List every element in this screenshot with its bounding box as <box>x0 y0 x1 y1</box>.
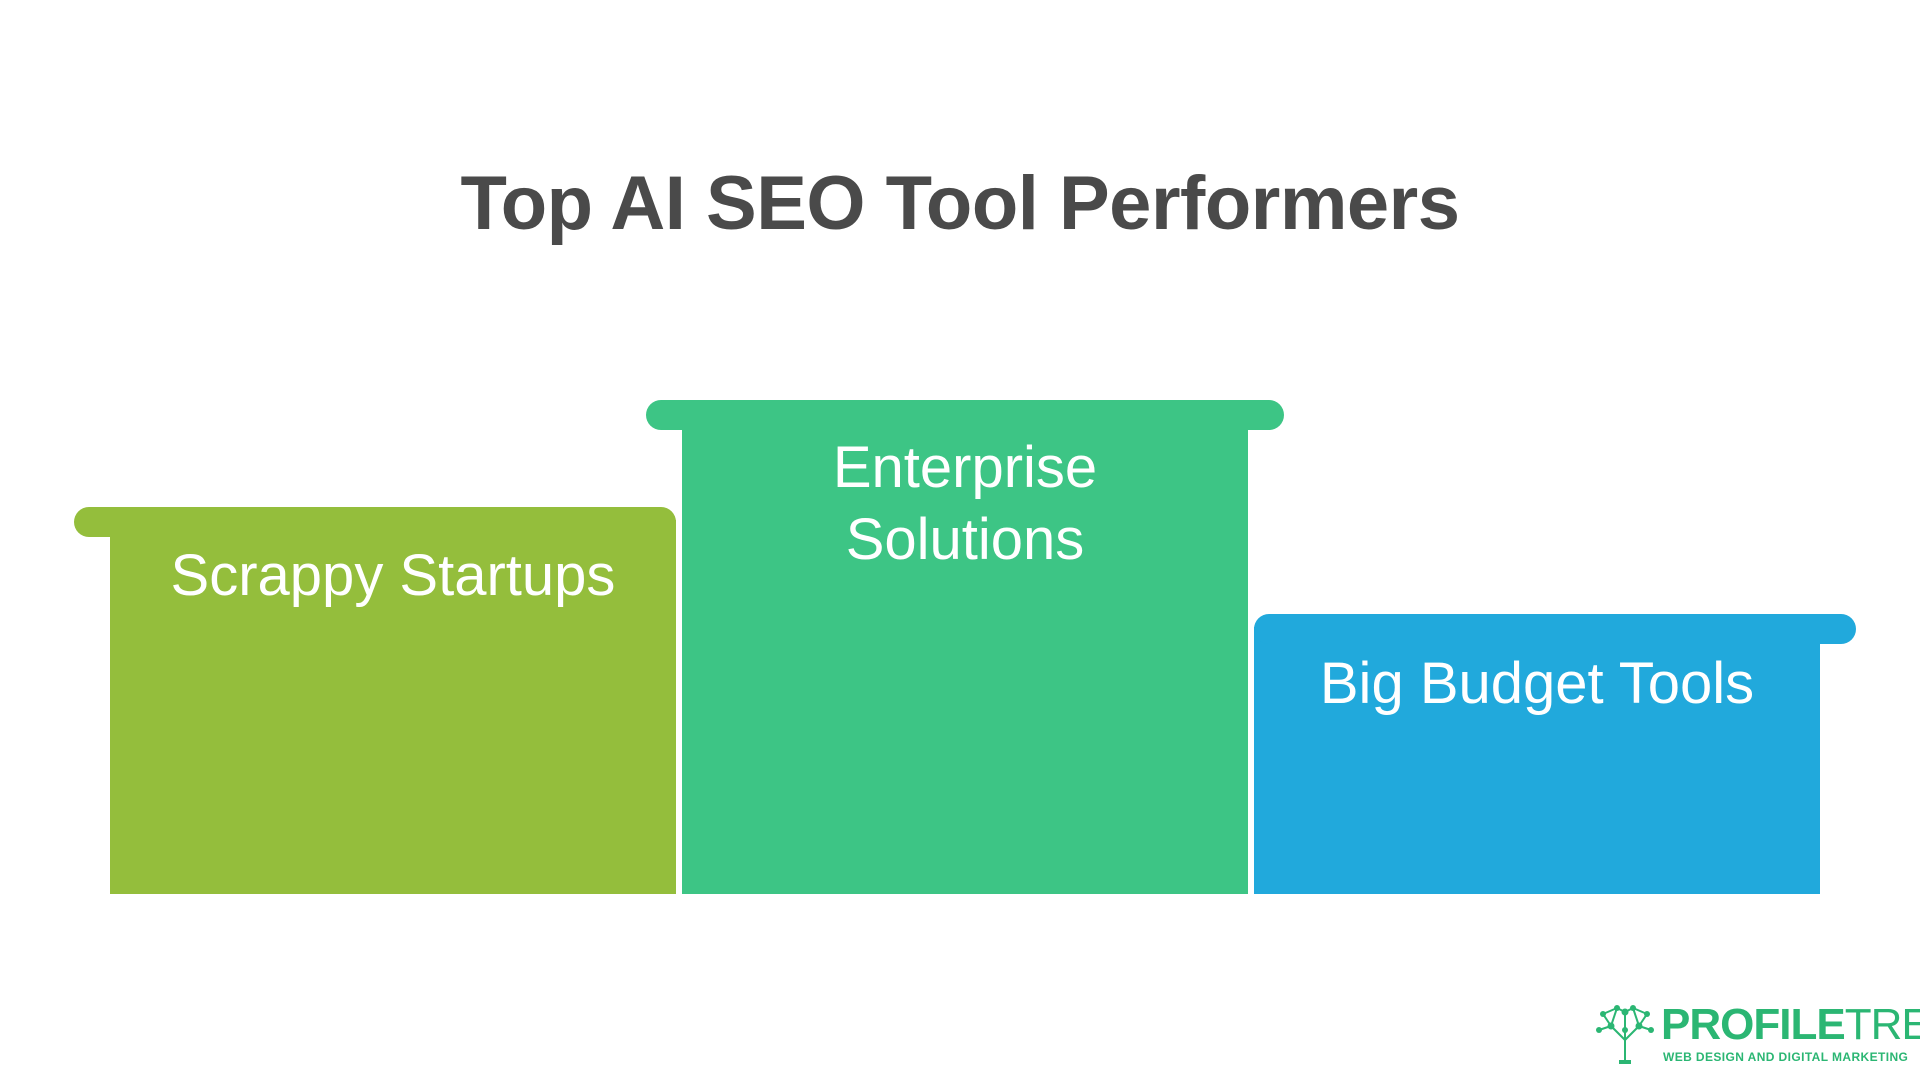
logo-wordmark-part1: PROFILE <box>1661 1000 1846 1049</box>
podium-label-center-line-2: Solutions <box>845 507 1085 572</box>
podium-step-center-lip <box>646 400 1284 430</box>
podium-step-right <box>1254 614 1856 894</box>
podium-step-left-lip <box>74 507 676 537</box>
podium-label-left: Scrappy Startups <box>110 540 676 612</box>
podium-label-center-line-1: Enterprise <box>832 435 1098 500</box>
podium-step-left <box>74 507 676 894</box>
podium-step-center <box>646 400 1284 894</box>
podium-step-right-lip <box>1254 614 1856 644</box>
profiletree-logo: PROFILETREE WEB DESIGN AND DIGITAL MARKE… <box>1595 1000 1920 1068</box>
podium-label-right: Big Budget Tools <box>1254 648 1820 720</box>
tree-network-icon <box>1596 1005 1654 1064</box>
podium-step-left-body <box>110 520 676 894</box>
podium-label-center: Enterprise Solutions <box>682 432 1248 576</box>
logo-tagline: WEB DESIGN AND DIGITAL MARKETING <box>1663 1050 1909 1064</box>
podium-step-center-body <box>682 413 1248 894</box>
podium-label-left-line-1: Scrappy Startups <box>170 543 616 608</box>
logo-wordmark: PROFILETREE <box>1661 1002 1920 1048</box>
page-title: Top AI SEO Tool Performers <box>460 161 1460 246</box>
podium-label-right-line-1: Big Budget Tools <box>1319 651 1755 716</box>
logo-wordmark-part2: TREE <box>1844 1000 1920 1049</box>
podium-step-right-body <box>1254 627 1820 894</box>
